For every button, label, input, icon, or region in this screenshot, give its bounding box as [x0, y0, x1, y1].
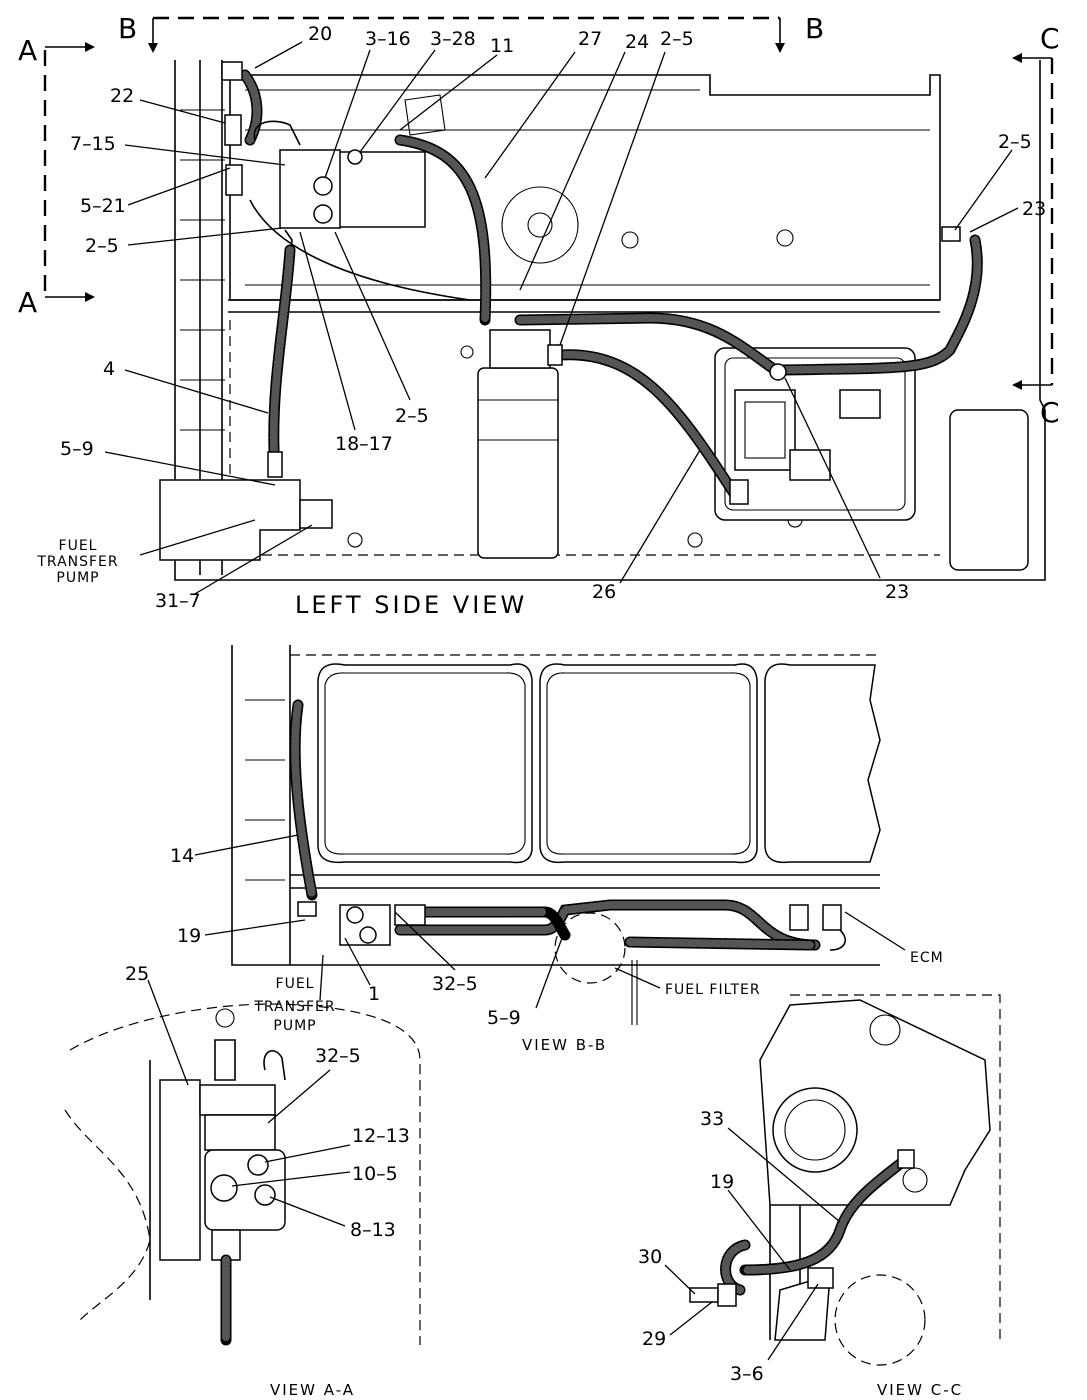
callout-31-7: 31–7: [155, 590, 201, 612]
callout-7-15: 7–15: [70, 133, 116, 155]
title-left-side-view: LEFT SIDE VIEW: [295, 591, 527, 619]
view-aa-drawing: [64, 1003, 421, 1346]
callout-20: 20: [308, 23, 332, 45]
priming-pump-block: [334, 151, 426, 228]
callout-labels: A A B B C C 20 3–16 3–28 11 27 24 2–5 22…: [18, 12, 1060, 1385]
callout-26: 26: [592, 581, 616, 603]
callout-30: 30: [638, 1246, 662, 1268]
fuel-filter-canister: [477, 367, 559, 559]
mount-bracket-aa: [159, 1079, 201, 1261]
callout-27: 27: [578, 28, 602, 50]
view-bb-drawing: [231, 645, 881, 1025]
cylinder-3: [764, 663, 881, 864]
callout-22: 22: [110, 85, 134, 107]
callout-29: 29: [642, 1328, 666, 1350]
section-a-bottom: A: [18, 286, 37, 319]
callout-2-5-left: 2–5: [85, 235, 119, 257]
callout-14: 14: [170, 845, 194, 867]
filter-base: [489, 329, 551, 369]
note-fuel-transfer-pump-1-line1: FUEL: [59, 538, 98, 554]
fuel-filter-bb: [554, 912, 626, 984]
callout-23-right: 23: [1022, 198, 1046, 220]
section-b-left: B: [118, 12, 137, 45]
hose-26: [554, 349, 741, 501]
note-fuel-transfer-pump-2-line1: FUEL: [276, 976, 315, 992]
callout-5-21: 5–21: [80, 195, 126, 217]
note-fuel-transfer-pump-2-line2: TRANSFER: [253, 999, 335, 1015]
leader-lines: [104, 41, 1019, 1361]
title-view-cc: VIEW C-C: [877, 1381, 963, 1399]
section-c-top: C: [1040, 22, 1060, 55]
note-fuel-transfer-pump-1-line3: PUMP: [56, 570, 99, 586]
callout-10-5: 10–5: [352, 1163, 398, 1185]
note-fuel-filter: FUEL FILTER: [665, 982, 761, 998]
callout-32-5-aa: 32–5: [315, 1045, 361, 1067]
callout-2-5-mid: 2–5: [395, 405, 429, 427]
cylinder-2: [539, 663, 758, 864]
section-b-right: B: [805, 12, 824, 45]
note-ecm: ECM: [910, 950, 944, 966]
callout-12-13: 12–13: [352, 1125, 410, 1147]
section-a-top: A: [18, 34, 37, 67]
callout-8-13: 8–13: [350, 1219, 396, 1241]
callout-25: 25: [125, 963, 149, 985]
cylinder-1: [317, 663, 533, 864]
callout-24: 24: [625, 31, 649, 53]
callout-5-9-left: 5–9: [60, 438, 94, 460]
callout-11: 11: [490, 35, 514, 57]
notes: FUEL TRANSFER PUMP FUEL TRANSFER PUMP EC…: [36, 538, 944, 1034]
callout-1: 1: [368, 983, 380, 1005]
callout-3-16: 3–16: [365, 28, 411, 50]
callout-32-5-bb: 32–5: [432, 973, 478, 995]
note-fuel-transfer-pump-1-line2: TRANSFER: [36, 554, 118, 570]
callout-5-9-bb: 5–9: [487, 1007, 521, 1029]
callout-4: 4: [103, 358, 115, 380]
view-cc-drawing: [689, 994, 1001, 1366]
callout-33: 33: [700, 1108, 724, 1130]
fuel-transfer-pump: [159, 479, 301, 561]
callout-19-cc: 19: [710, 1171, 734, 1193]
callout-23-bottom: 23: [885, 581, 909, 603]
view-titles: LEFT SIDE VIEW VIEW B-B VIEW A-A VIEW C-…: [270, 591, 963, 1399]
title-view-bb: VIEW B-B: [522, 1036, 607, 1054]
left-side-view: [159, 60, 1046, 581]
callout-19-bb: 19: [177, 925, 201, 947]
section-c-bottom: C: [1040, 396, 1060, 429]
callout-2-5-top: 2–5: [660, 28, 694, 50]
title-view-aa: VIEW A-A: [270, 1381, 355, 1399]
callout-3-28: 3–28: [430, 28, 476, 50]
callout-18-17: 18–17: [335, 433, 393, 455]
section-cut-lines: [43, 16, 1054, 390]
note-fuel-transfer-pump-2-line3: PUMP: [273, 1018, 316, 1034]
callout-3-6: 3–6: [730, 1363, 764, 1385]
callout-2-5-right: 2–5: [998, 131, 1032, 153]
